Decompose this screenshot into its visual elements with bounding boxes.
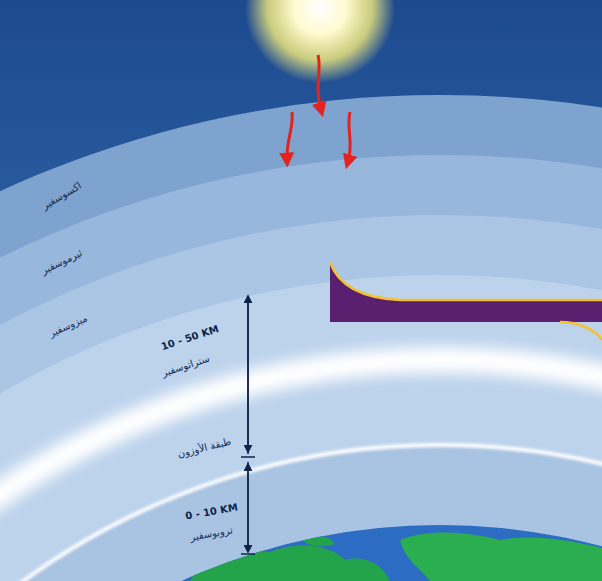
temperature-curve (330, 262, 602, 322)
exosphere-band (0, 95, 602, 581)
height-tick (241, 456, 255, 458)
height-range: 10 - 50 KM (160, 323, 221, 353)
height-arrow (247, 300, 249, 452)
troposphere-edge (0, 445, 602, 581)
solar-ray (287, 112, 292, 160)
height-tick (241, 553, 255, 555)
temperature-curve-edge (330, 262, 602, 300)
height-arrow (247, 464, 249, 548)
layer-name: ثيرموسفير (40, 247, 85, 277)
layer-name: تروبوسفير (190, 524, 234, 543)
mesosphere-band (0, 215, 602, 581)
height-range: 0 - 10 KM (185, 501, 239, 522)
troposphere-band (0, 445, 602, 581)
layer-name: اكسوسفير (40, 180, 84, 212)
ozone-glow (0, 360, 602, 581)
temperature-curve-edge (560, 322, 602, 340)
solar-ray (318, 55, 321, 110)
layer-name: طبقة الأوزون (176, 436, 232, 461)
height-arrow (247, 462, 249, 552)
layer-name: ميزوسفير (47, 312, 89, 340)
solar-ray (348, 112, 350, 162)
earth (0, 525, 602, 581)
thermosphere-band (0, 155, 602, 581)
height-arrow (247, 296, 249, 454)
layer-name: ستراتوسفير (161, 353, 212, 380)
land (190, 532, 602, 581)
